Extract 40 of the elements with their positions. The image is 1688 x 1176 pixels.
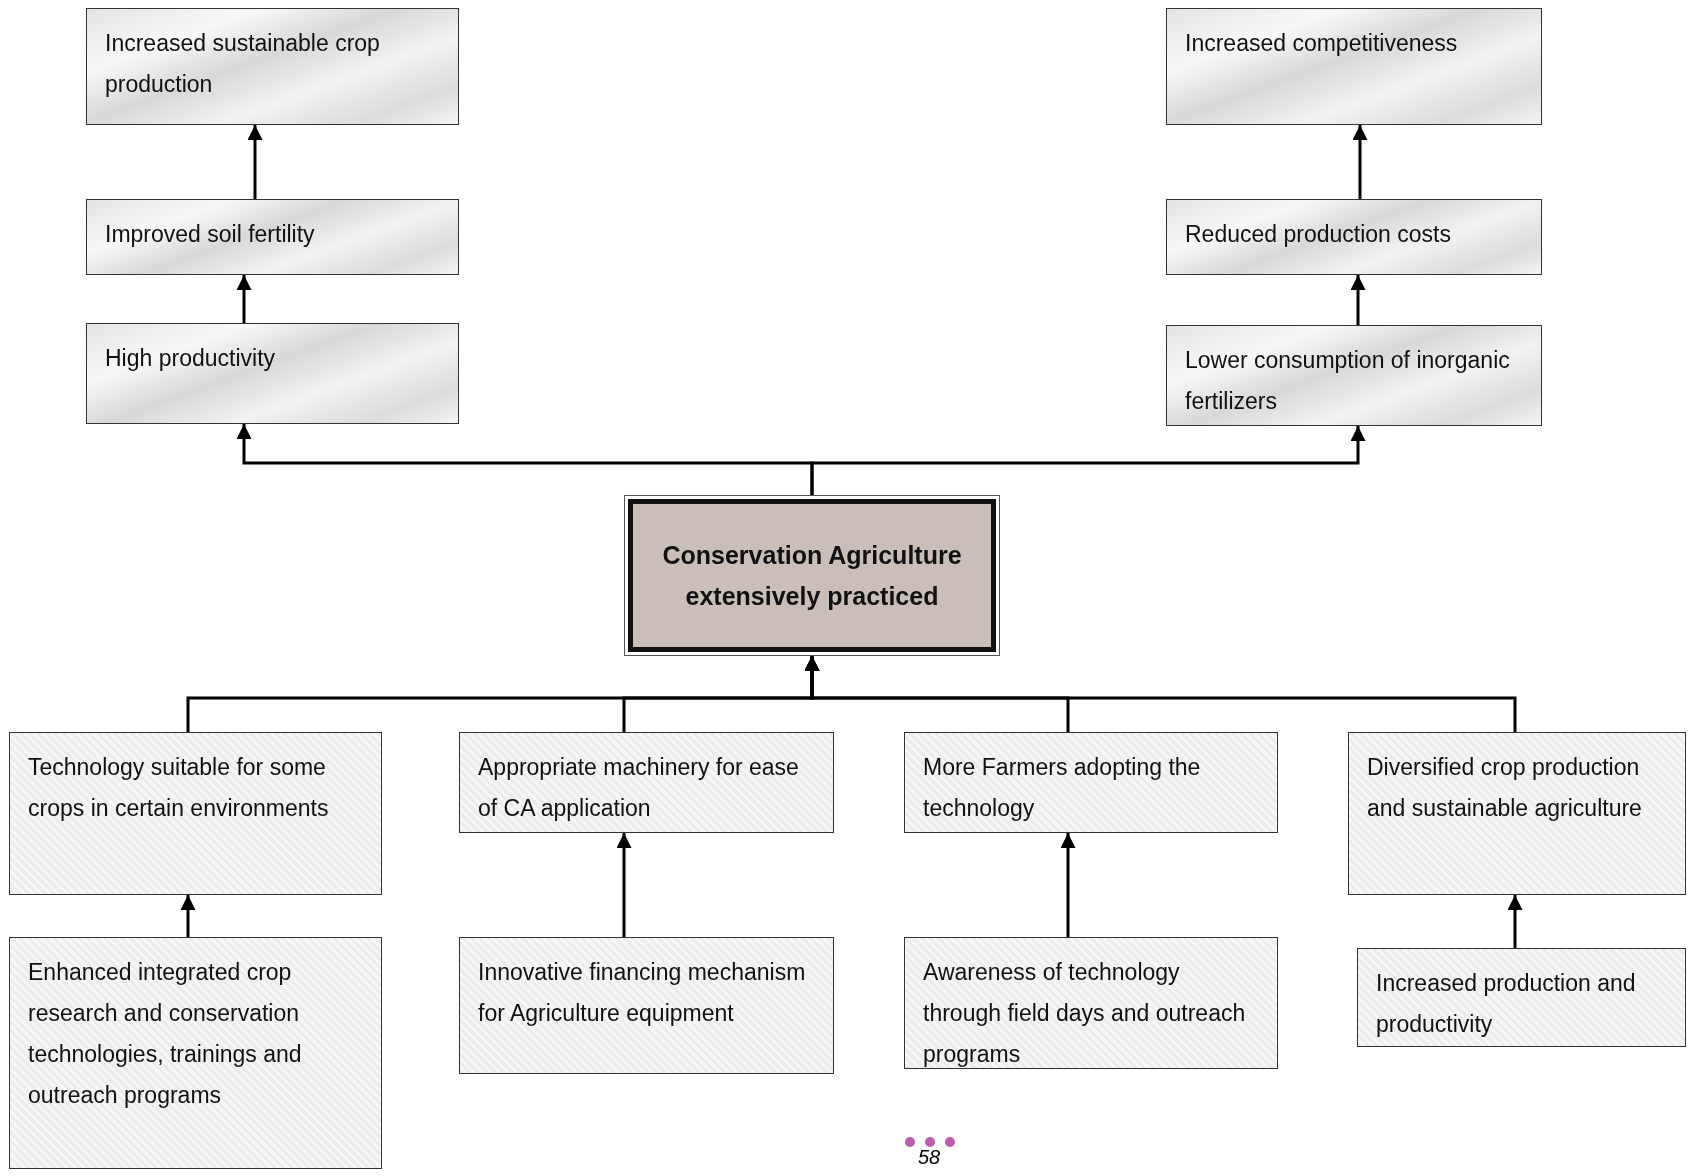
outcome-text: Technology suitable for some crops in certain environments xyxy=(28,753,330,823)
outcome-text: Appropriate machinery for ease of CA application xyxy=(478,753,800,823)
outcome-box xyxy=(1348,732,1686,895)
arrow xyxy=(810,426,1366,495)
outcome-text: Awareness of technology through field days and outreach programs xyxy=(923,958,1247,1069)
outcome-text: Improved soil fertility xyxy=(105,220,316,249)
outcome-text: Increased competitiveness xyxy=(1185,29,1459,58)
outcome-box xyxy=(9,732,382,895)
arrow xyxy=(804,656,1517,732)
outcome-box xyxy=(1166,199,1542,275)
outcome-box xyxy=(1357,948,1686,1047)
outcome-box xyxy=(459,937,834,1074)
outcome-box xyxy=(904,937,1278,1069)
outcome-text: Innovative financing mechanism for Agriculture equipment xyxy=(478,958,807,1028)
arrow xyxy=(1060,833,1076,937)
arrow xyxy=(1507,895,1523,948)
outcome-text: Lower consumption of inorganic fertilizers xyxy=(1185,346,1511,416)
outcome-box xyxy=(904,732,1278,833)
outcome-text: Increased production and productivity xyxy=(1376,969,1637,1039)
arrow xyxy=(236,275,252,323)
outcome-box xyxy=(1166,8,1542,125)
page-number: 58 xyxy=(918,1146,941,1168)
outcome-box xyxy=(86,8,459,125)
outcome-box xyxy=(9,937,382,1169)
arrow xyxy=(1352,125,1368,199)
arrow xyxy=(247,125,263,199)
outcome-text: Reduced production costs xyxy=(1185,220,1452,249)
outcome-text: More Farmers adopting the technology xyxy=(923,753,1202,823)
outcome-text: High productivity xyxy=(105,344,277,373)
outcome-box xyxy=(86,199,459,275)
outcome-text: Diversified crop production and sustainable agriculture xyxy=(1367,753,1643,823)
arrow xyxy=(616,833,632,937)
arrow xyxy=(1350,275,1366,325)
outcome-text: Enhanced integrated crop research and conservation technologies, trainings and outreach programs xyxy=(28,958,303,1110)
arrow xyxy=(180,895,196,937)
outcome-box xyxy=(86,323,459,424)
outcome-box xyxy=(459,732,834,833)
outcome-text: Increased sustainable crop production xyxy=(105,29,381,99)
core-outcome-text: Conservation Agriculture extensively practiced xyxy=(661,539,963,612)
outcome-box xyxy=(1166,325,1542,426)
